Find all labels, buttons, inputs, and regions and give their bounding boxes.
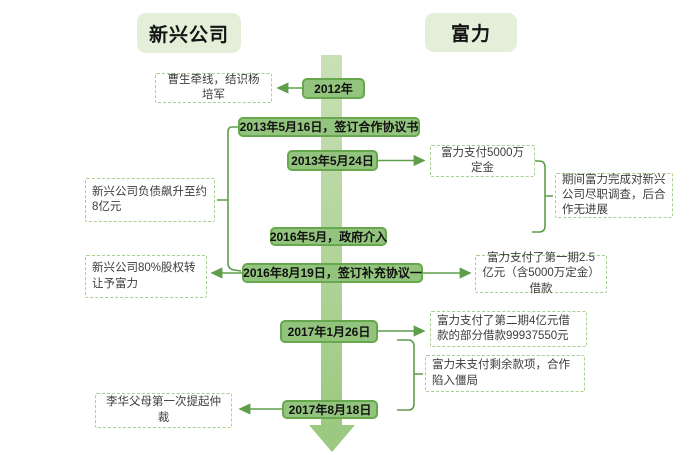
event-box-debt-rise: 新兴公司负债飙升至约8亿元 — [85, 178, 215, 222]
timeline-node-20160819: 2016年8月19日，签订补充协议一 — [242, 263, 423, 283]
header-left-label: 新兴公司 — [148, 24, 229, 46]
header-xinxing-company: 新兴公司 — [137, 13, 241, 53]
timeline-node-20170818: 2017年8月18日 — [282, 400, 378, 419]
timeline-arrow-down-icon — [309, 425, 355, 452]
bracket-right-stalemate — [397, 339, 423, 411]
node-label: 2016年5月，政府介入 — [269, 229, 388, 244]
event-label: 富力支付了第二期4亿元借款的部分借款99937550元 — [437, 314, 570, 342]
event-box-second-loan: 富力支付了第二期4亿元借款的部分借款99937550元 — [430, 311, 587, 347]
event-box-stalemate: 富力未支付剩余款项，合作陷入僵局 — [425, 355, 585, 392]
event-label: 富力支付5000万定金 — [440, 146, 525, 174]
node-label: 2013年5月16日，签订合作协议书 — [239, 120, 419, 134]
event-label: 新兴公司负债飙升至约8亿元 — [92, 185, 207, 213]
event-box-equity-transfer: 新兴公司80%股权转让予富力 — [85, 255, 207, 298]
event-label: 李华父母第一次提起仲裁 — [106, 396, 221, 424]
header-fuli-company: 富力 — [425, 13, 517, 52]
event-label: 新兴公司80%股权转让予富力 — [92, 262, 196, 290]
event-label: 富力未支付剩余款项，合作陷入僵局 — [432, 359, 570, 387]
bracket-left-debt — [217, 126, 242, 272]
bracket-right-duediligence — [532, 160, 553, 233]
event-box-arbitration: 李华父母第一次提起仲裁 — [95, 393, 232, 428]
timeline-node-20130516: 2013年5月16日，签订合作协议书 — [238, 117, 420, 137]
timeline-node-20130524: 2013年5月24日 — [287, 150, 378, 171]
header-right-label: 富力 — [450, 24, 491, 45]
event-box-deposit-payment: 富力支付5000万定金 — [430, 145, 535, 177]
node-label: 2017年8月18日 — [288, 402, 372, 417]
node-label: 2016年8月19日，签订补充协议一 — [243, 266, 422, 280]
timeline-node-2012: 2012年 — [302, 78, 365, 99]
timeline-node-201605: 2016年5月，政府介入 — [270, 227, 387, 246]
event-label: 富力支付了第一期2.5亿元（含5000万定金）借款 — [482, 252, 600, 295]
node-label: 2012年 — [314, 81, 353, 96]
event-box-first-loan: 富力支付了第一期2.5亿元（含5000万定金）借款 — [475, 252, 607, 295]
event-box-due-diligence: 期间富力完成对新兴公司尽职调查，后合作无进展 — [555, 173, 673, 218]
timeline-node-20170126: 2017年1月26日 — [280, 320, 378, 343]
node-label: 2017年1月26日 — [287, 324, 371, 339]
event-label: 曹生牵线，结识杨培军 — [167, 73, 260, 101]
event-box-caosheng-intro: 曹生牵线，结识杨培军 — [155, 73, 272, 103]
node-label: 2013年5月24日 — [291, 153, 374, 168]
event-label: 期间富力完成对新兴公司尽职调查，后合作无进展 — [562, 173, 666, 217]
